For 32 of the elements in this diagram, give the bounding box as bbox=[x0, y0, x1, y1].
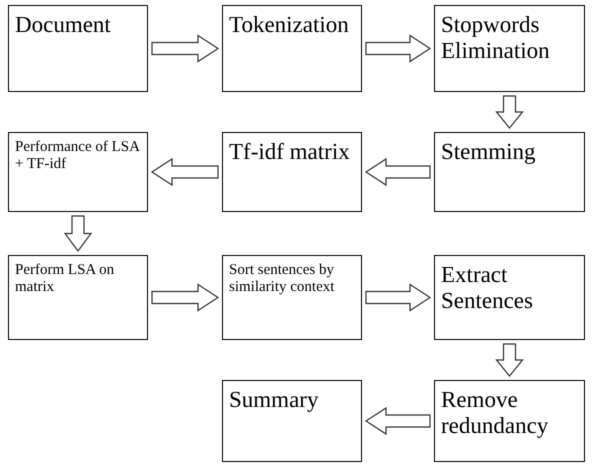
step-label: Document bbox=[15, 12, 112, 38]
step-label: Summary bbox=[229, 387, 320, 414]
step-label: Tf-idf matrix bbox=[229, 139, 351, 166]
process-box bbox=[434, 132, 585, 212]
step-label: Remove redundancy bbox=[441, 387, 550, 440]
process-box bbox=[222, 255, 362, 340]
process-box bbox=[8, 132, 148, 212]
process-box bbox=[8, 5, 148, 92]
block-arrow bbox=[365, 283, 432, 312]
block-arrow bbox=[64, 215, 92, 252]
block-arrow bbox=[364, 406, 431, 436]
process-box bbox=[222, 5, 362, 92]
block-arrow bbox=[150, 158, 219, 186]
step-label: Stemming bbox=[441, 139, 537, 166]
process-box bbox=[8, 255, 148, 340]
process-box bbox=[434, 380, 585, 462]
step-label: Perform LSA on matrix bbox=[15, 262, 116, 296]
step-label: Stopwords Elimination bbox=[441, 12, 551, 65]
process-box bbox=[434, 5, 585, 92]
block-arrow bbox=[495, 95, 524, 129]
process-box bbox=[222, 132, 362, 212]
block-arrow bbox=[151, 34, 220, 63]
block-arrow bbox=[495, 343, 524, 377]
block-arrow bbox=[364, 158, 431, 186]
step-label: Extract Sentences bbox=[441, 262, 534, 315]
step-label: Sort sentences by similarity context bbox=[229, 262, 336, 296]
process-box bbox=[434, 255, 585, 340]
step-label: Performance of LSA + TF-idf bbox=[15, 139, 141, 174]
process-box bbox=[222, 380, 362, 462]
block-arrow bbox=[365, 34, 432, 63]
step-label: Tokenization bbox=[229, 12, 350, 38]
block-arrow bbox=[151, 283, 220, 312]
